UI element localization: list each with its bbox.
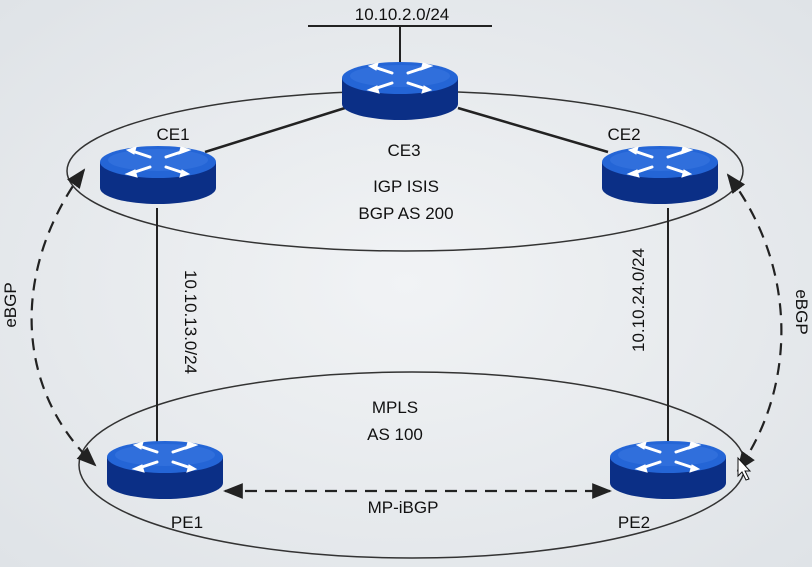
router-ce1-icon — [98, 144, 218, 206]
network-segment-label: 10.10.2.0/24 — [355, 5, 450, 24]
provider-domain-mpls-label: MPLS — [372, 398, 418, 417]
ebgp-left-label: eBGP — [1, 282, 20, 327]
router-ce2-icon — [600, 144, 720, 206]
ebgp-right-label: eBGP — [792, 289, 811, 334]
customer-domain-as-label: BGP AS 200 — [358, 204, 453, 223]
router-pe1-icon — [105, 439, 225, 501]
mp-ibgp-label: MP-iBGP — [368, 498, 439, 517]
router-ce1-label: CE1 — [156, 125, 189, 144]
router-pe2-icon — [608, 439, 728, 501]
ebgp-session-right-arrow — [726, 173, 783, 472]
router-pe2-label: PE2 — [618, 513, 650, 532]
mouse-cursor-icon — [737, 456, 752, 481]
router-pe1-label: PE1 — [171, 513, 203, 532]
link-ce3-ce1 — [204, 106, 346, 154]
provider-domain-as-label: AS 100 — [367, 425, 423, 444]
router-ce2-label: CE2 — [607, 125, 640, 144]
router-ce3-label: CE3 — [387, 141, 420, 160]
network-segment: 10.10.2.0/24 — [308, 5, 492, 62]
ebgp-session-left-arrow — [30, 168, 97, 467]
link-ce3-ce2 — [457, 106, 609, 154]
customer-domain-igp-label: IGP ISIS — [373, 177, 439, 196]
link-ce1-pe1-subnet-label: 10.10.13.0/24 — [181, 270, 200, 374]
router-ce3-icon — [340, 60, 460, 122]
link-ce2-pe2-subnet-label: 10.10.24.0/24 — [629, 248, 648, 352]
